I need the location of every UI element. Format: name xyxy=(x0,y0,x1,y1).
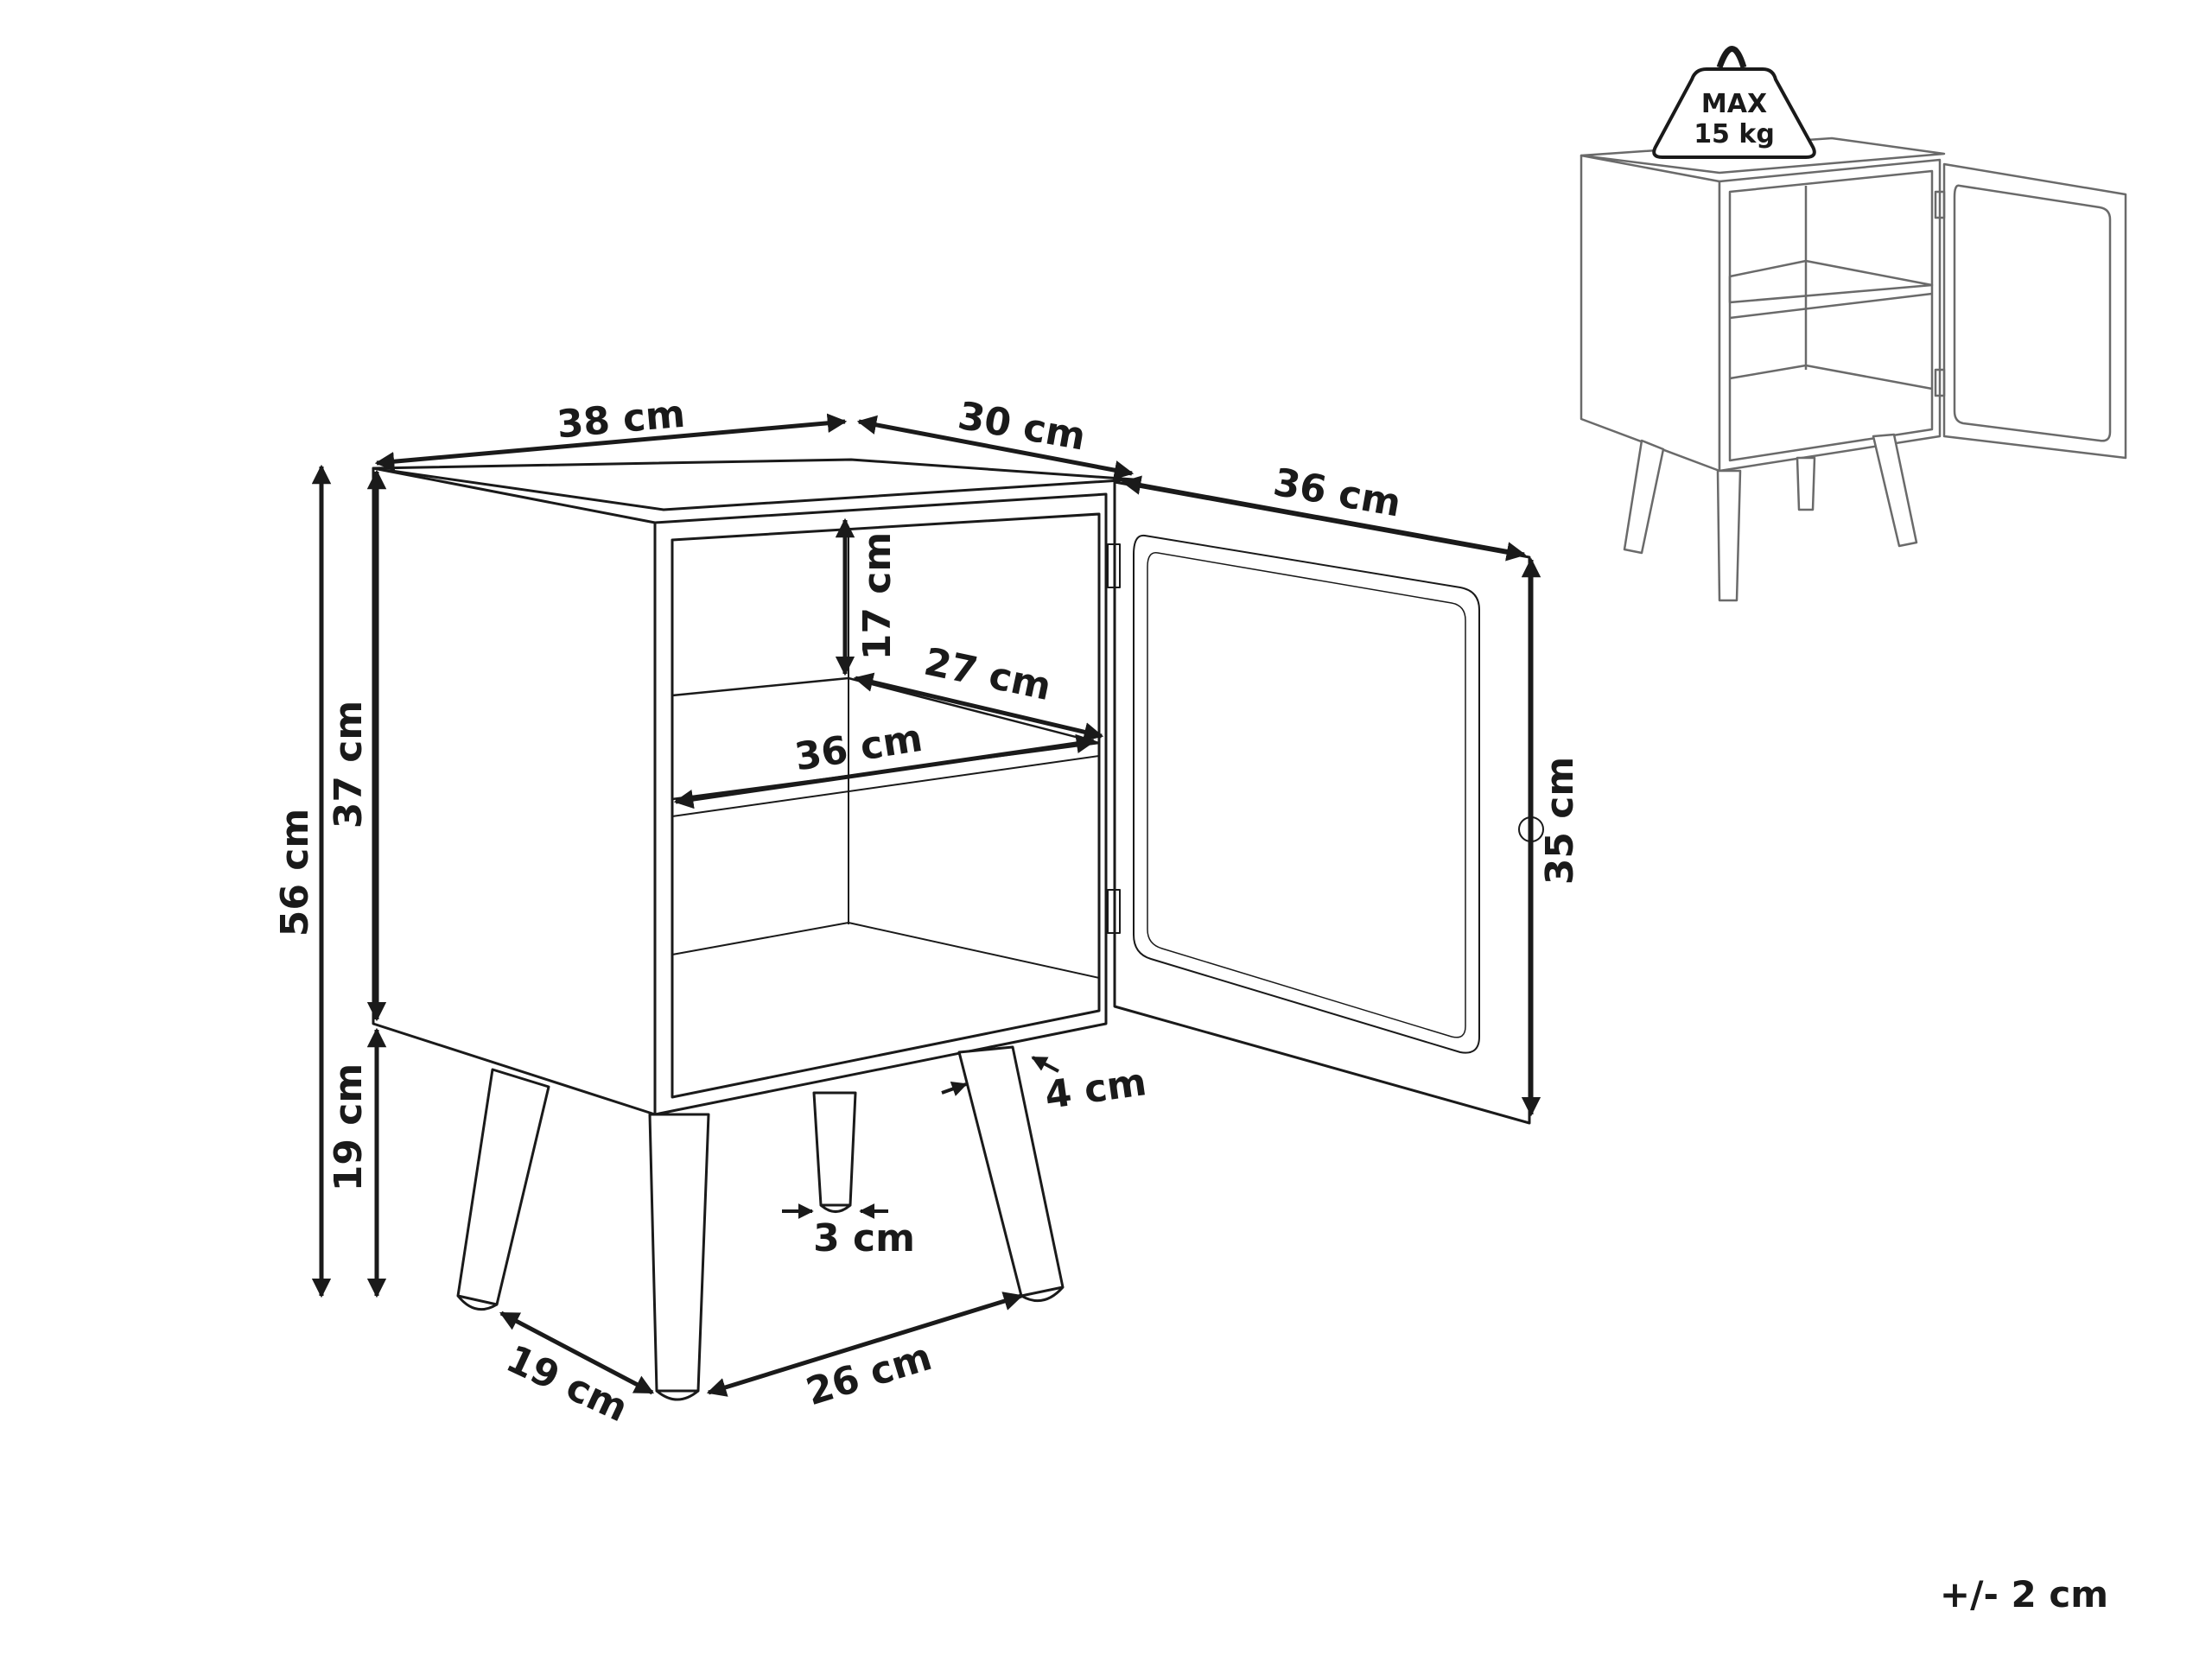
max-load-line2: 15 kg xyxy=(1694,119,1775,149)
label-door-height: 35 cm xyxy=(1538,757,1582,885)
width-arrow xyxy=(374,413,848,472)
leg-back xyxy=(812,1091,857,1207)
door-width-arrow xyxy=(1121,475,1527,562)
label-body-height: 37 cm xyxy=(327,701,371,828)
dimension-lines xyxy=(311,413,1541,1397)
label-leg-height: 19 cm xyxy=(327,1063,371,1191)
cabinet-opening xyxy=(671,512,1101,1099)
shelf-width-arrow xyxy=(673,733,1096,809)
label-leg-top: 4 cm xyxy=(1042,1060,1149,1118)
depth-arrow xyxy=(856,415,1135,480)
leg-thickness-arrows xyxy=(782,1056,1059,1219)
shelf xyxy=(671,676,1101,801)
thumbnail-cabinet xyxy=(1580,136,2127,602)
leg-front-left xyxy=(456,1068,550,1306)
max-load-weight-icon: MAX 15 kg xyxy=(1652,46,1816,159)
cabinet-side xyxy=(372,467,657,1116)
label-leg-span-width: 26 cm xyxy=(801,1335,937,1414)
leg-front-center xyxy=(648,1113,710,1393)
label-total-height: 56 cm xyxy=(273,809,317,936)
leg-span-width-arrow xyxy=(706,1292,1024,1397)
max-load-line1: MAX xyxy=(1701,89,1767,119)
tolerance-note: +/- 2 cm xyxy=(1940,1573,2108,1615)
label-shelf-gap: 17 cm xyxy=(855,532,899,660)
label-depth: 30 cm xyxy=(955,394,1089,460)
main-cabinet xyxy=(372,458,1544,1401)
label-leg-span-depth: 19 cm xyxy=(499,1336,634,1431)
leg-span-depth-arrow xyxy=(499,1311,654,1395)
label-leg-bottom: 3 cm xyxy=(813,1216,915,1260)
cabinet-door xyxy=(1113,480,1531,1125)
shelf-depth-arrow xyxy=(853,672,1104,742)
